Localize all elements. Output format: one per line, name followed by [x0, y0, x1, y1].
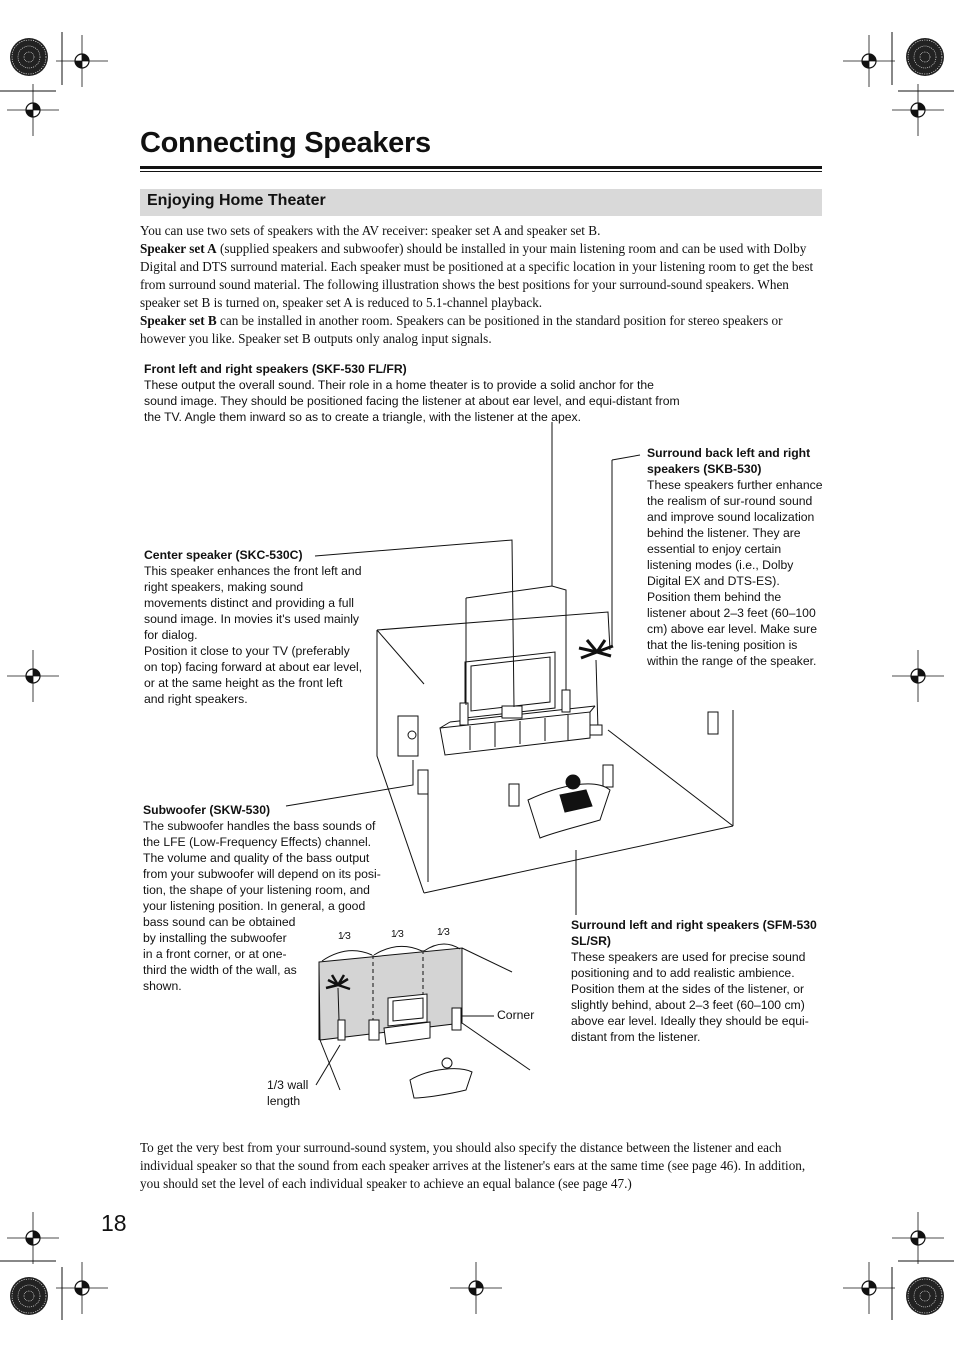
third-label-3: 1⁄3: [437, 927, 450, 938]
placement-diagram: [315, 943, 531, 1099]
closing-paragraph: To get the very best from your surround-…: [140, 1140, 806, 1191]
surround-back-text: These speakers further enhance the reali…: [647, 478, 823, 668]
speaker-set-a-text: (supplied speakers and subwoofer) should…: [140, 241, 814, 310]
front-speaker-title: Front left and right speakers (SKF-530 F…: [144, 362, 407, 376]
wall-length-label: 1/3 wall length: [267, 1078, 309, 1108]
center-speaker-text-2: Position it close to your TV (preferably…: [144, 644, 363, 706]
page-number: 18: [101, 1210, 127, 1236]
third-label-1: 1⁄3: [338, 931, 351, 942]
speaker-set-b-text: can be installed in another room. Speake…: [140, 313, 783, 346]
title-rule-thin: [140, 171, 822, 172]
surround-caption: Surround left and right speakers (SFM-53…: [571, 917, 823, 1045]
page-title: Connecting Speakers: [140, 127, 431, 159]
subwoofer-caption: Subwoofer (SKW-530) The subwoofer handle…: [143, 802, 393, 994]
center-speaker-text: This speaker enhances the front left and…: [144, 564, 362, 642]
title-rule: [140, 166, 822, 169]
third-label-2: 1⁄3: [391, 929, 404, 940]
front-speaker-text: These output the overall sound. Their ro…: [144, 378, 680, 424]
corner-label: Corner: [497, 1008, 535, 1022]
surround-back-title: Surround back left and right speakers (S…: [647, 446, 811, 476]
surround-back-caption: Surround back left and right speakers (S…: [647, 445, 823, 669]
intro-paragraph-3: Speaker set B can be installed in anothe…: [140, 312, 824, 348]
section-title: Enjoying Home Theater: [147, 192, 326, 209]
intro-paragraph-1: You can use two sets of speakers with th…: [140, 223, 601, 238]
subwoofer-text-2: bass sound can be obtained by installing…: [143, 915, 297, 993]
center-speaker-caption: Center speaker (SKC-530C) This speaker e…: [144, 547, 364, 707]
speaker-set-a-label: Speaker set A: [140, 241, 217, 256]
subwoofer-title: Subwoofer (SKW-530): [143, 803, 271, 817]
front-speaker-caption: Front left and right speakers (SKF-530 F…: [144, 361, 684, 425]
section-bar: [140, 189, 822, 216]
intro-text: You can use two sets of speakers with th…: [140, 222, 824, 348]
surround-title: Surround left and right speakers (SFM-53…: [571, 918, 817, 948]
surround-text: These speakers are used for precise soun…: [571, 950, 809, 1044]
registration-marks: [0, 32, 954, 1320]
center-speaker-title: Center speaker (SKC-530C): [144, 548, 303, 562]
speaker-set-b-label: Speaker set B: [140, 313, 217, 328]
intro-paragraph-2: Speaker set A (supplied speakers and sub…: [140, 240, 824, 312]
subwoofer-text: The subwoofer handles the bass sounds of…: [143, 819, 381, 913]
room-illustration: [285, 422, 734, 915]
